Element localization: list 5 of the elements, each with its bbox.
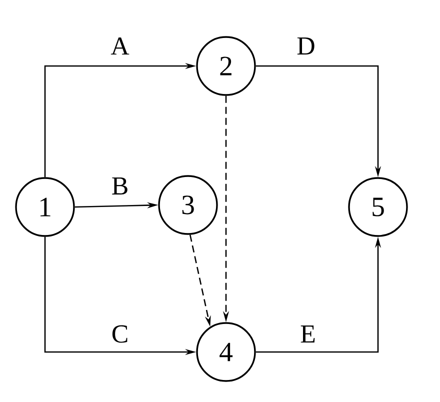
edge-label: E [299, 324, 317, 344]
edge-label: A [110, 36, 130, 56]
edge-label: B [110, 176, 130, 196]
edge-label: C [110, 324, 130, 344]
edge-label: D [296, 36, 316, 56]
